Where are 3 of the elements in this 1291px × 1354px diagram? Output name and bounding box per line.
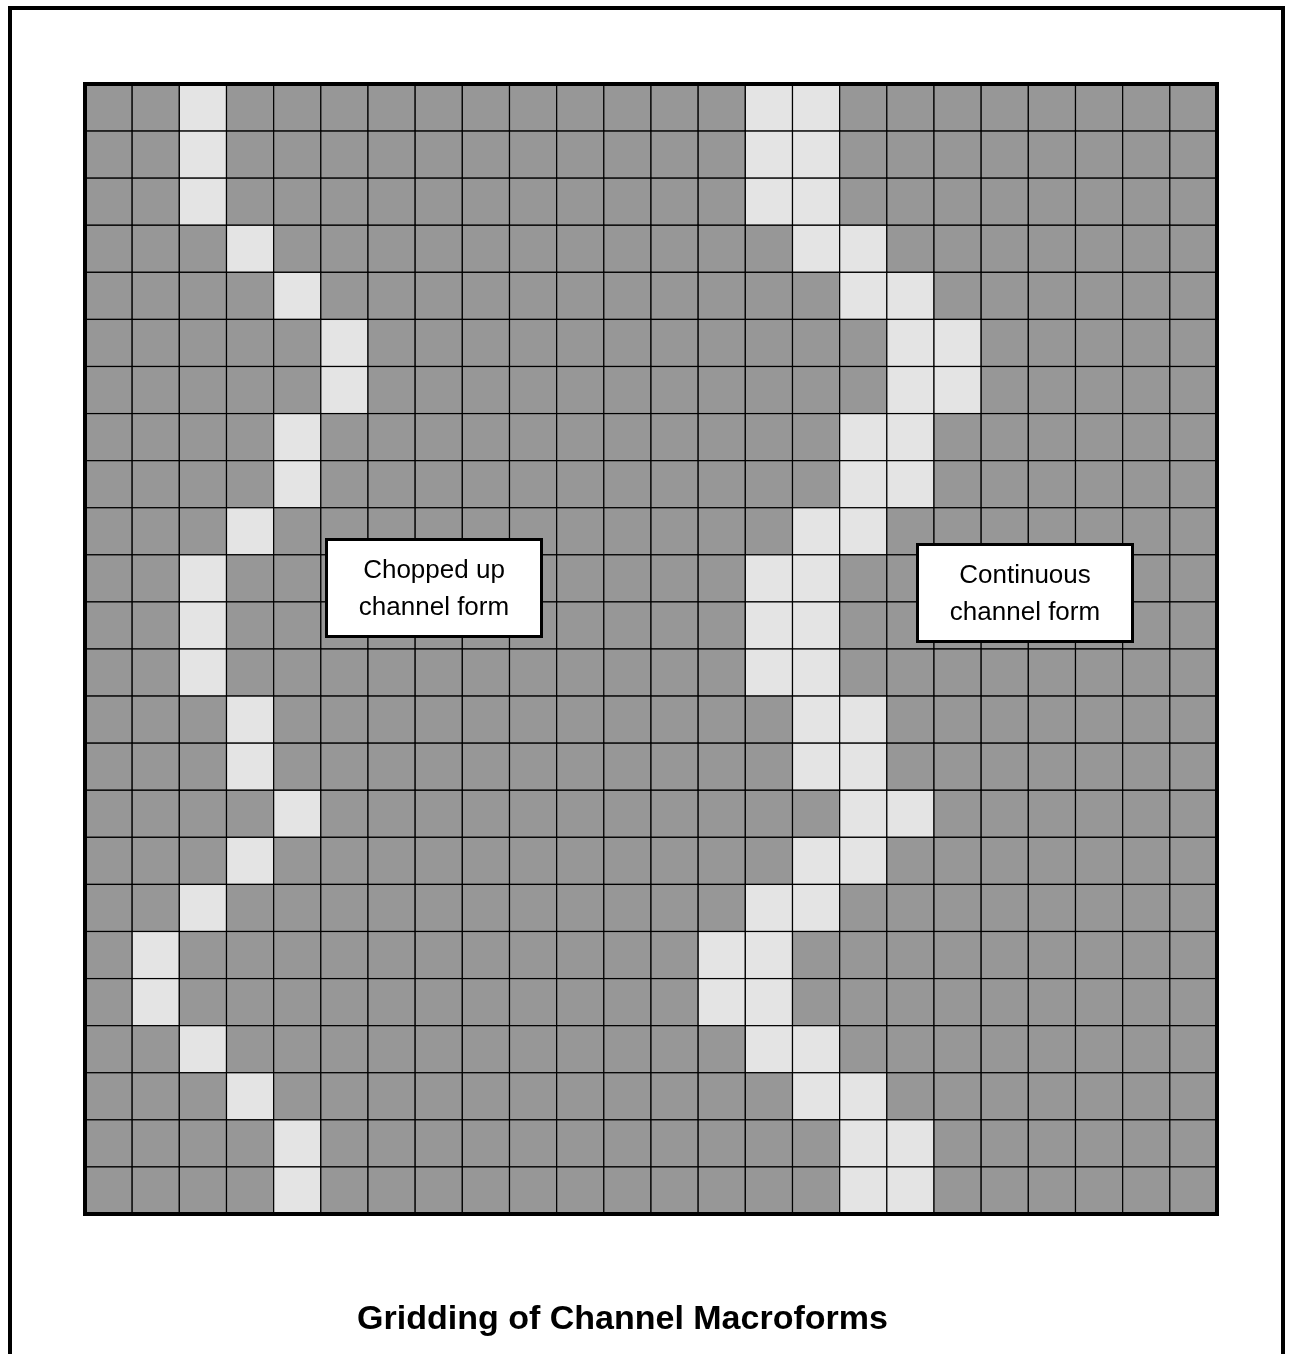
label-box: Chopped up channel form — [325, 538, 543, 638]
label-box: Continuous channel form — [916, 543, 1134, 643]
caption: Gridding of Channel Macroforms — [356, 1298, 889, 1337]
